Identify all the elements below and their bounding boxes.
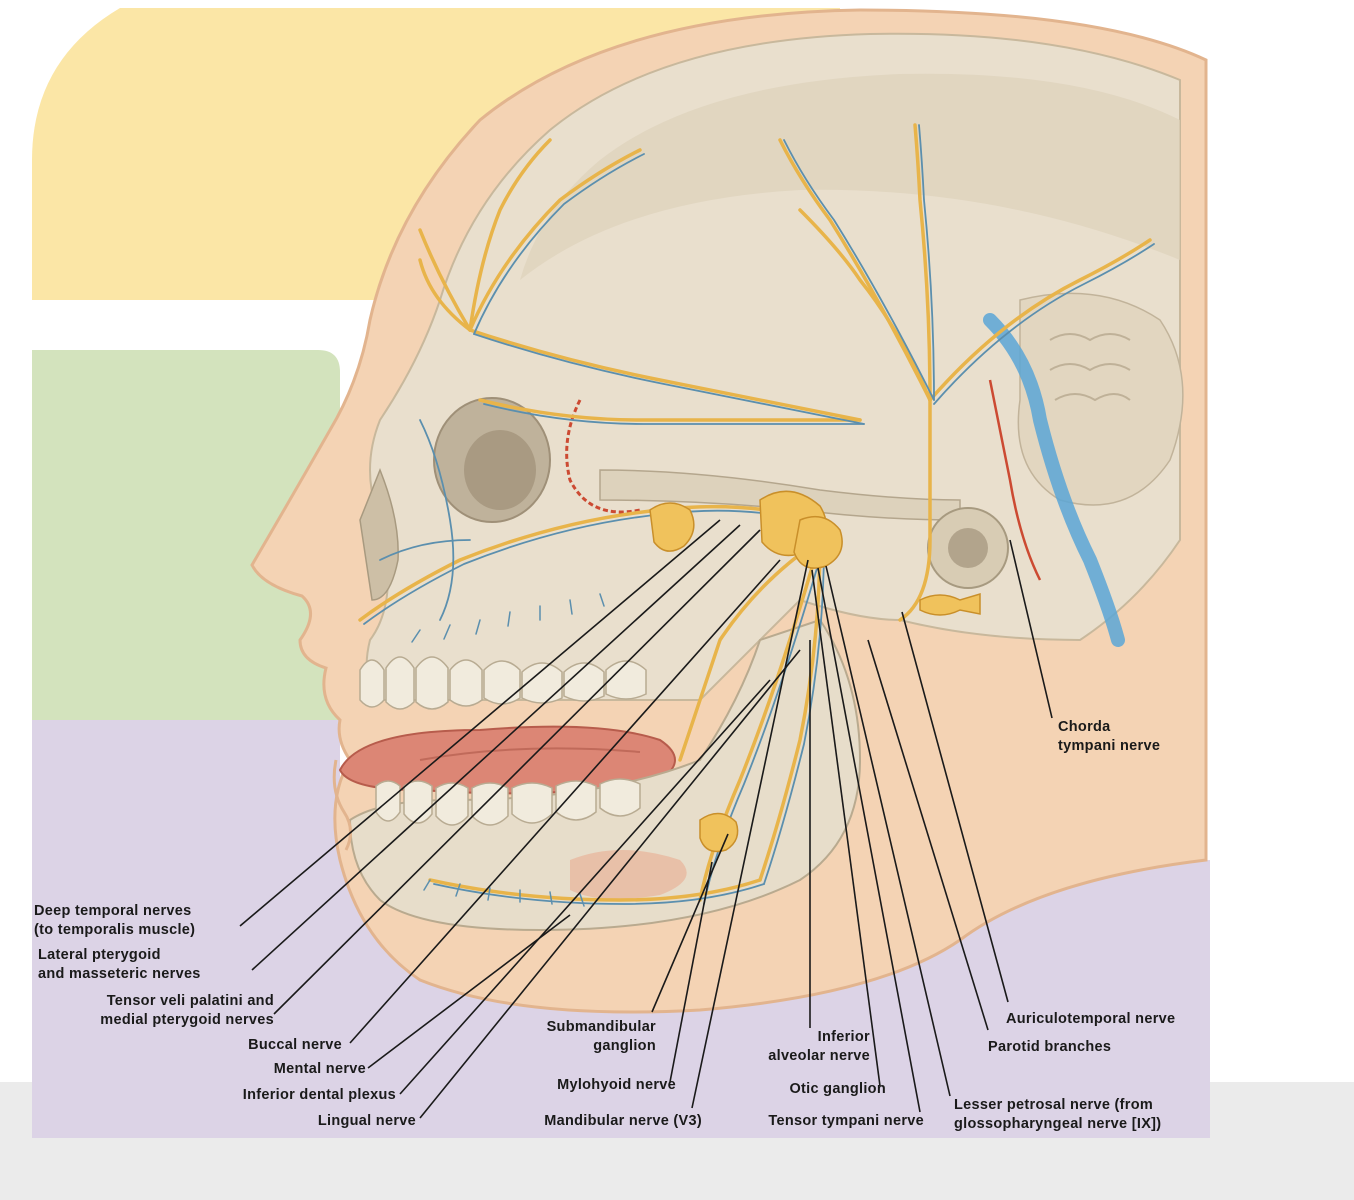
background-green-panel [32, 350, 340, 760]
lower-teeth [375, 778, 641, 826]
middle-meningeal-artery [988, 379, 1042, 581]
mastoid-folds [1049, 333, 1131, 402]
nerve-network [358, 123, 1155, 907]
label-lateral-pterygoid: Lateral pterygoid and masseteric nerves [38, 947, 201, 982]
label-lingual-nerve: Lingual nerve [317, 1113, 416, 1129]
ganglia [649, 490, 981, 853]
label-inferior-dental-plexus: Inferior dental plexus [242, 1087, 396, 1103]
label-submandibular-ganglion: Submandibular ganglion [546, 1019, 656, 1054]
orbital-artery [565, 399, 641, 514]
orbit-inner [464, 430, 536, 510]
label-lesser-petrosal-nerve: Lesser petrosal nerve (from glossopharyn… [954, 1097, 1162, 1132]
leader-lines [239, 519, 1053, 1119]
submandibular-gland [570, 850, 687, 899]
lower-lip [332, 759, 352, 851]
venous-sinus [983, 313, 1125, 647]
label-tensor-tympani-nerve: Tensor tympani nerve [768, 1113, 924, 1129]
mastoid-region [1017, 292, 1184, 506]
nasal-aperture [359, 467, 399, 601]
ear-canal-inner [948, 528, 988, 568]
label-deep-temporal-nerves: Deep temporal nerves (to temporalis musc… [34, 903, 196, 938]
label-chorda-tympani: Chorda tympani nerve [1058, 719, 1161, 754]
label-parotid-branches: Parotid branches [988, 1039, 1112, 1055]
label-otic-ganglion: Otic ganglion [789, 1081, 886, 1097]
label-inferior-alveolar-nerve: Inferior alveolar nerve [768, 1029, 870, 1064]
upper-teeth [359, 656, 647, 710]
label-mandibular-nerve-v3: Mandibular nerve (V3) [544, 1113, 702, 1129]
label-auriculotemporal-nerve: Auriculotemporal nerve [1006, 1011, 1176, 1027]
label-mylohyoid-nerve: Mylohyoid nerve [557, 1077, 676, 1093]
label-mental-nerve: Mental nerve [273, 1061, 366, 1077]
label-buccal-nerve: Buccal nerve [248, 1037, 342, 1053]
skull-shading [520, 73, 1180, 280]
label-tensor-veli-palatini: Tensor veli palatini and medial pterygoi… [100, 993, 274, 1028]
